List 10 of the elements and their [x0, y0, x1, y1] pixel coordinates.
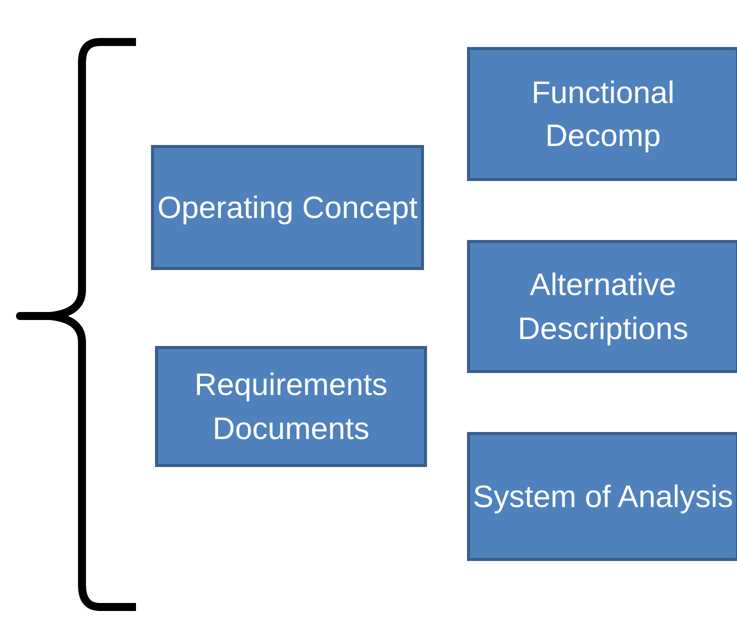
box-label: System of Analysis — [472, 478, 734, 516]
process-box — [467, 47, 737, 181]
box-label: Operating Concept — [157, 188, 418, 227]
box-label: Requirements Documents — [194, 366, 388, 448]
box-label: Functional Decomp — [530, 74, 676, 155]
process-box — [155, 346, 427, 467]
box-label: Alternative Descriptions — [516, 266, 690, 348]
process-box — [467, 432, 737, 561]
process-box — [151, 145, 424, 270]
process-box — [467, 240, 737, 373]
